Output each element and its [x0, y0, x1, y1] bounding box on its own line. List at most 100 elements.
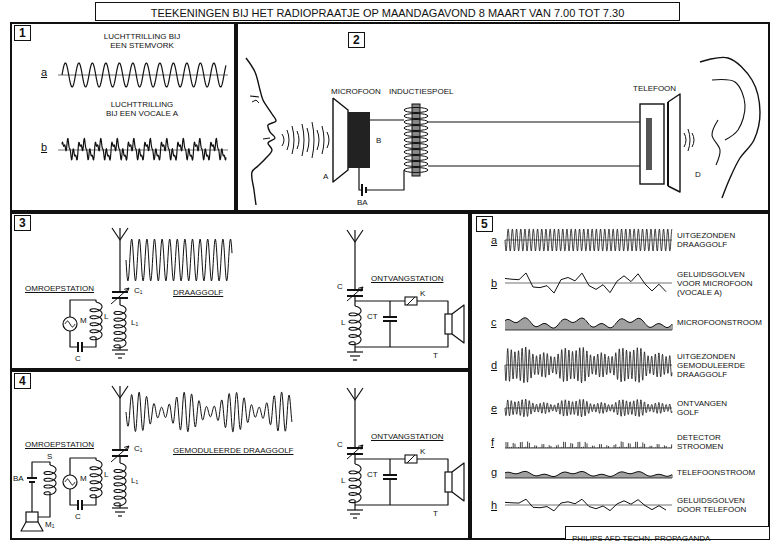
- component-label: BA: [12, 474, 25, 483]
- component-label: L: [340, 318, 346, 327]
- battery-symbol: [27, 477, 37, 479]
- generator-symbol: [65, 321, 75, 327]
- caption-box: PHILIPS AFD TECHN. PROPAGANDA: [565, 526, 770, 540]
- face-profile: [263, 138, 270, 139]
- wire-line: [354, 400, 355, 448]
- component-label: T: [432, 509, 439, 518]
- ear-outline: [712, 80, 745, 140]
- coil-winding: [404, 156, 428, 161]
- microphone-symbol: [26, 512, 38, 522]
- carrier-trace: [505, 229, 672, 251]
- wire-line: [355, 458, 405, 459]
- ground-symbol: [353, 359, 357, 360]
- part-label: INDUCTIESPOEL: [388, 87, 454, 96]
- trace-caption: LUCHTTRILLING BIJ EEN STEMVORK: [96, 32, 188, 50]
- trace-letter: c: [490, 316, 498, 328]
- wire-line: [70, 489, 78, 505]
- ground-symbol: [115, 511, 125, 512]
- wire-line: [355, 334, 448, 347]
- wire-line: [428, 165, 640, 166]
- ground-symbol: [347, 351, 363, 352]
- sound-wave: [327, 132, 329, 148]
- sound-wave: [688, 129, 690, 151]
- coil-winding: [404, 114, 428, 119]
- trace-caption: DETECTOR STROOMEN: [676, 433, 738, 451]
- part-label: TELEFOON: [632, 84, 677, 93]
- loudspeaker-symbol: [445, 472, 452, 492]
- trace-letter: a: [40, 66, 48, 78]
- figure-panel: 2MICROFOONINDUCTIESPOELTELEFOONABBAD: [236, 22, 770, 212]
- trace-letter: h: [490, 499, 498, 511]
- part-letter: BA: [356, 198, 369, 207]
- detector-symbol: [405, 455, 417, 463]
- coil-winding: [404, 168, 428, 173]
- generator-symbol: [63, 475, 77, 489]
- panel-number: 1: [14, 25, 31, 41]
- part-letter: B: [375, 136, 382, 145]
- wire-line: [82, 337, 96, 347]
- trace-letter: e: [490, 402, 498, 414]
- component-label: C: [74, 512, 82, 521]
- detector-symbol: [407, 297, 415, 305]
- wire-line: [428, 121, 640, 122]
- component-label: L: [103, 312, 109, 321]
- component-label: C: [336, 282, 344, 291]
- part-letter: A: [322, 172, 329, 181]
- panel-number: 2: [348, 32, 365, 48]
- trace-letter: b: [40, 141, 48, 153]
- ear-outline: [712, 120, 720, 165]
- face-profile: [246, 58, 276, 205]
- trace-caption: LUCHTTRILLING BIJ EEN VOCALE A: [96, 100, 188, 118]
- component-label: L₁: [130, 476, 139, 485]
- ground-symbol: [118, 515, 122, 516]
- modulated-trace: [505, 347, 672, 383]
- trace-caption: GELUIDSGOLVEN DOOR TELEFOON: [676, 496, 766, 514]
- ground-symbol: [112, 507, 128, 508]
- wire-line: [119, 456, 120, 463]
- component-label: M₁: [44, 520, 55, 529]
- ground-symbol: [118, 357, 122, 358]
- trace-caption: TELEFOONSTROOM: [676, 468, 756, 477]
- wire-line: [31, 482, 32, 512]
- variable-arrow: [358, 287, 363, 292]
- wire-line: [119, 503, 120, 508]
- component-label: T: [432, 351, 439, 360]
- loudspeaker-symbol: [452, 463, 464, 501]
- face-profile: [250, 96, 259, 97]
- coil-winding: [404, 120, 428, 125]
- wire-line: [119, 398, 120, 450]
- trace-caption: MICROFOONSTROOM: [676, 318, 763, 327]
- antenna-symbol: [119, 228, 120, 240]
- tuning-fork-wave: [62, 63, 226, 87]
- wave-label: GEMODULEERDE DRAAGGOLF: [172, 446, 294, 455]
- antenna-symbol: [347, 388, 363, 400]
- wire-line: [32, 462, 50, 478]
- coil-winding: [404, 126, 428, 131]
- telephone-trace: [506, 471, 672, 478]
- wire-line: [389, 301, 390, 317]
- wire-line: [70, 331, 78, 347]
- wire-line: [389, 321, 390, 347]
- trace-letter: b: [490, 277, 498, 289]
- variable-arrow: [124, 446, 129, 451]
- wire-line: [355, 300, 405, 301]
- coil-winding: [404, 108, 428, 113]
- trace-caption: UITGEZONDEN DRAAGGOLF: [676, 231, 766, 249]
- trace-caption: UITGEZONDEN GEMODULEERDE DRAAGGOLF: [676, 352, 766, 379]
- panel-number: 3: [14, 215, 31, 231]
- wire-line: [355, 492, 448, 505]
- coil-core: [412, 104, 420, 176]
- sound-wave: [302, 124, 304, 156]
- coil-symbol: [114, 305, 126, 348]
- ground-symbol: [353, 517, 357, 518]
- coil-symbol: [90, 460, 102, 498]
- capacitor-symbol: [81, 342, 83, 352]
- battery-symbol: [361, 184, 363, 196]
- component-label: K: [419, 447, 426, 456]
- current-trace: [505, 318, 672, 328]
- wire-line: [370, 119, 404, 120]
- loudspeaker-symbol: [445, 314, 452, 334]
- telephone-diaphragm: [667, 102, 669, 186]
- coil-symbol: [90, 302, 102, 340]
- component-label: CT: [366, 470, 379, 479]
